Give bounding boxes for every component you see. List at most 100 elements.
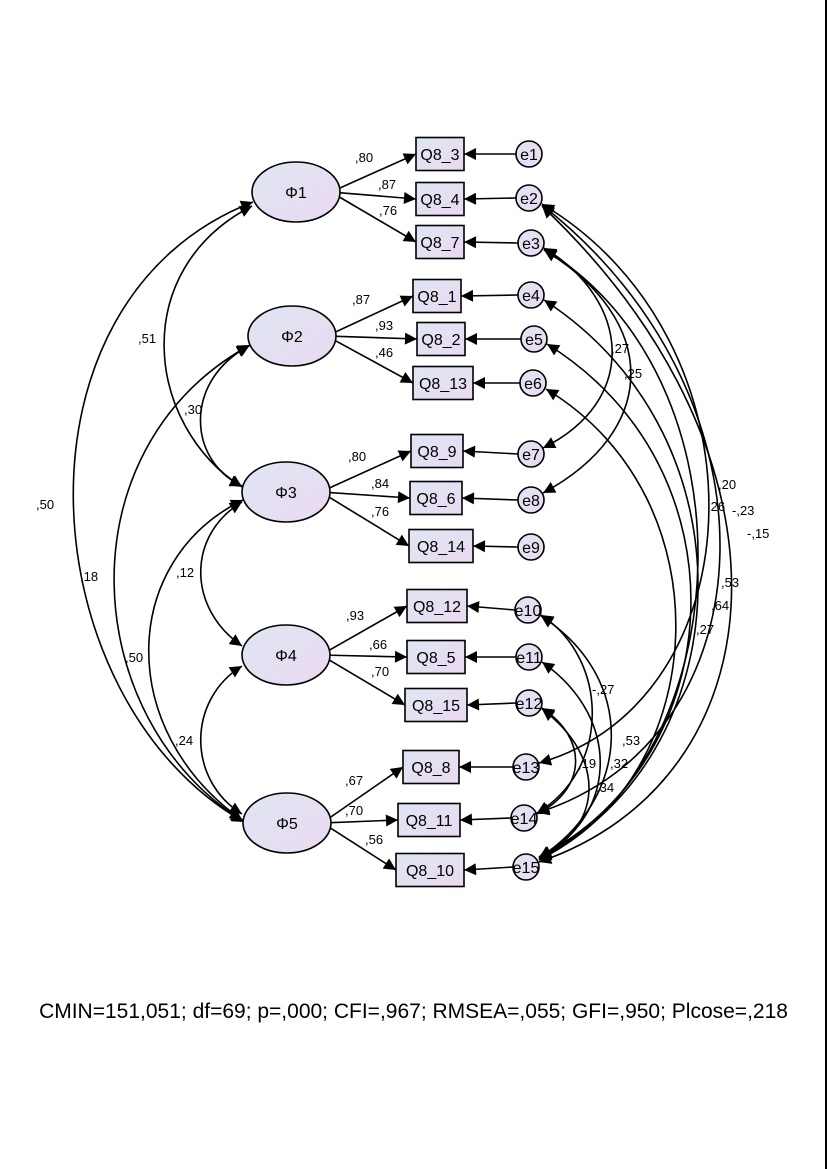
error-label: e2 [520, 191, 538, 208]
error-covariance-e12-e15 [538, 708, 590, 858]
error-covariance-label-e2-e15: -,15 [747, 526, 769, 541]
indicator-box [412, 278, 462, 314]
loading-path-q8-6 [325, 491, 411, 504]
factor-covariance-label-f1-f5: ,50 [36, 497, 54, 512]
error-label: e3 [522, 236, 540, 253]
error-covariance-label-e4-e15: ,53 [721, 575, 739, 590]
loading-label-q8-4: ,87 [378, 177, 396, 192]
loading-label-q8-3: ,80 [355, 150, 373, 165]
indicator-q8-12: Q8_12 [406, 588, 468, 624]
error-covariance-label-e3-e7: ,27 [611, 341, 629, 356]
error-circle [512, 853, 540, 881]
factor-covariance-f2-f5 [113, 344, 251, 822]
indicator-label: Q8_12 [413, 599, 461, 616]
indicator-box [415, 224, 465, 260]
error-circle [517, 486, 545, 514]
latent-f3: Φ3 [241, 461, 331, 523]
loading-label-q8-5: ,66 [369, 637, 387, 652]
factor-covariance-f1-f3 [163, 205, 253, 488]
error-e15: e15 [512, 853, 540, 881]
error-covariance-e2-e13 [538, 203, 710, 766]
indicator-label: Q8_9 [417, 444, 456, 461]
error-path-e12 [466, 698, 517, 711]
error-label: e13 [513, 760, 540, 777]
error-e6: e6 [519, 369, 547, 397]
indicator-q8-11: Q8_11 [397, 802, 461, 838]
loading-label-q8-14: ,76 [371, 504, 389, 519]
loading-label-q8-8: ,67 [345, 773, 363, 788]
latent-ellipse [241, 624, 331, 686]
error-label: e12 [516, 696, 543, 713]
error-e7: e7 [517, 440, 545, 468]
error-covariance-label-e3-e15: ,26 [707, 499, 725, 514]
error-circle [519, 369, 547, 397]
indicator-label: Q8_10 [406, 863, 454, 880]
indicator-box [412, 365, 474, 401]
latent-label: Φ2 [281, 329, 303, 346]
latent-ellipse [247, 305, 337, 367]
error-circle [517, 533, 545, 561]
latent-f2: Φ2 [247, 305, 337, 367]
factor-covariance-label-f3-f4: ,12 [176, 565, 194, 580]
error-covariance-label-e5-e15: ,64 [711, 598, 729, 613]
indicator-box [406, 639, 466, 675]
error-e8: e8 [517, 486, 545, 514]
right-frame-line [825, 0, 827, 1169]
indicator-box [404, 687, 468, 723]
indicator-q8-1: Q8_1 [412, 278, 462, 314]
loading-path-q8-7 [335, 194, 417, 243]
indicator-q8-4: Q8_4 [415, 181, 465, 217]
error-path-e14 [459, 813, 512, 826]
factor-covariance-f4-f5 [200, 665, 243, 815]
loading-path-q8-4 [335, 191, 417, 204]
error-label: e7 [522, 447, 540, 464]
indicator-q8-7: Q8_7 [415, 224, 465, 260]
latent-label: Φ5 [276, 816, 298, 833]
error-e13: e13 [512, 753, 540, 781]
loading-path-q8-2 [331, 332, 418, 345]
error-covariance-label-e11-e15: ,32 [610, 756, 628, 771]
error-circle [512, 753, 540, 781]
error-e3: e3 [517, 229, 545, 257]
error-covariance-label-e6-e15: ,27 [696, 622, 714, 637]
error-path-e7 [462, 445, 519, 458]
error-covariance-label-e12-e15: ,34 [596, 780, 614, 795]
loading-path-q8-11 [326, 814, 399, 827]
loading-label-q8-12: ,93 [346, 608, 364, 623]
error-path-e2 [463, 192, 517, 205]
indicator-q8-8: Q8_8 [402, 749, 460, 785]
error-label: e4 [522, 288, 540, 305]
indicator-q8-15: Q8_15 [404, 687, 468, 723]
error-label: e14 [511, 811, 538, 828]
indicator-label: Q8_2 [421, 332, 460, 349]
error-path-e9 [472, 540, 519, 553]
indicator-q8-2: Q8_2 [416, 321, 466, 357]
loading-path-q8-8 [326, 766, 404, 821]
error-label: e8 [522, 493, 540, 510]
loading-label-q8-10: ,56 [365, 832, 383, 847]
latent-f5: Φ5 [242, 792, 332, 854]
error-e11: e11 [515, 643, 543, 671]
indicator-q8-5: Q8_5 [406, 639, 466, 675]
indicator-box [415, 181, 465, 217]
latent-ellipse [251, 161, 341, 223]
factor-covariance-label-f4-f5: ,24 [175, 733, 193, 748]
factor-covariance-f1-f5 [72, 200, 254, 823]
loading-label-q8-2: ,93 [375, 318, 393, 333]
indicator-q8-10: Q8_10 [395, 852, 465, 888]
latent-label: Φ3 [275, 485, 297, 502]
error-path-e4 [460, 289, 519, 302]
loading-label-q8-6: ,84 [371, 476, 389, 491]
error-circle [515, 643, 543, 671]
loading-label-q8-9: ,80 [348, 449, 366, 464]
loading-path-q8-3 [335, 153, 417, 191]
factor-covariance-label-f1-f3: ,51 [138, 331, 156, 346]
loading-label-q8-13: ,46 [375, 345, 393, 360]
error-path-e3 [463, 236, 519, 249]
indicator-q8-6: Q8_6 [409, 480, 463, 516]
error-covariance-label-e2-e13: ,20 [718, 477, 736, 492]
loading-path-q8-15 [325, 657, 406, 706]
error-circle [514, 596, 542, 624]
error-covariance-label-e10-e14: -,27 [592, 682, 614, 697]
